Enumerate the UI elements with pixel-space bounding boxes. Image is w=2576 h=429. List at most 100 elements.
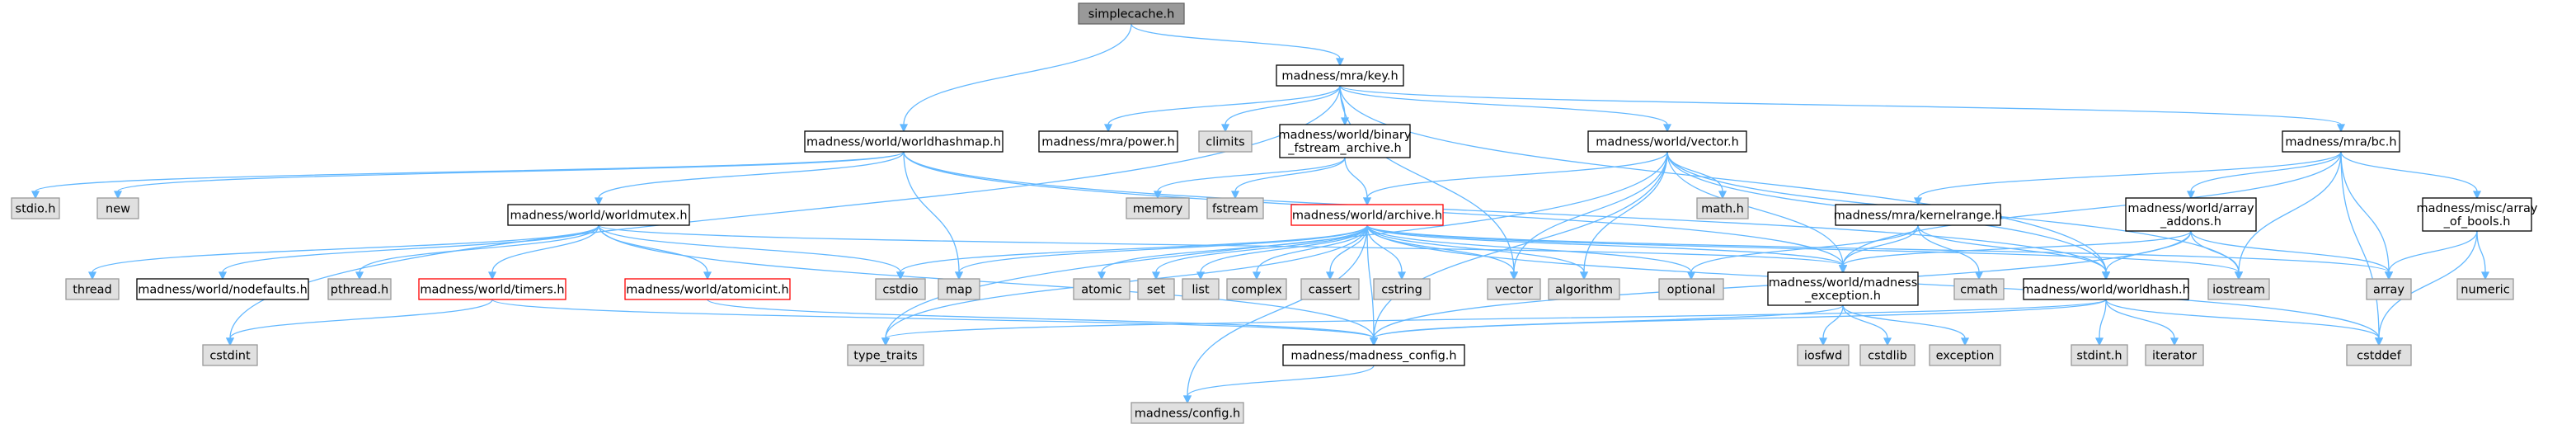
edge-worldhash-to-madconfig — [1369, 299, 2107, 346]
edge-archive-to-set — [1151, 224, 1368, 280]
node-label: iterator — [2152, 350, 2197, 363]
node-label: madness/world/binary — [1279, 129, 1412, 142]
node-nodefaults[interactable]: madness/world/nodefaults.h — [136, 278, 309, 300]
node-box — [327, 278, 392, 300]
edge-bc-to-arrayofbools — [2340, 151, 2482, 200]
edge-madconfig-to-config — [1182, 365, 1375, 404]
node-box — [2346, 344, 2412, 366]
node-vectorh[interactable]: madness/world/vector.h — [1587, 130, 1747, 153]
node-label: thread — [73, 284, 112, 297]
node-box — [1953, 278, 2005, 300]
edge-worldmutex-to-timers — [487, 224, 599, 280]
node-label: exception — [1936, 350, 1995, 363]
node-label: _addons.h — [2160, 215, 2221, 229]
node-timers[interactable]: madness/world/timers.h — [418, 278, 566, 300]
node-label: madness/world/worldhash.h — [2022, 284, 2190, 297]
node-label: madness/world/array — [2127, 202, 2254, 215]
node-numeric: numeric — [2456, 278, 2514, 300]
node-pthreadh: pthread.h — [327, 278, 392, 300]
node-label: _of_bools.h — [2443, 215, 2511, 229]
node-label: madness/mra/bc.h — [2285, 136, 2396, 149]
node-box — [1182, 278, 1220, 300]
node-label: iostream — [2212, 284, 2265, 297]
node-archive[interactable]: madness/world/archive.h — [1290, 204, 1444, 226]
node-optional: optional — [1658, 278, 1724, 300]
node-label: cstdio — [882, 284, 918, 297]
edge-archive-to-atomic — [1097, 224, 1368, 280]
node-worldhash[interactable]: madness/world/worldhash.h — [2022, 278, 2190, 300]
node-label: madness/mra/key.h — [1281, 70, 1398, 83]
node-cmath: cmath — [1953, 278, 2005, 300]
node-kernelrange[interactable]: madness/mra/kernelrange.h — [1834, 204, 2003, 226]
node-vector: vector — [1487, 278, 1541, 300]
node-complex: complex — [1226, 278, 1287, 300]
node-cstddef: cstddef — [2346, 344, 2412, 366]
edge-worldmutex-to-pthreadh — [355, 224, 599, 280]
edge-arrayofbools-to-numeric — [2476, 230, 2490, 280]
node-box — [1038, 130, 1178, 153]
edge-archive-to-complex — [1252, 224, 1368, 280]
node-label: madness/world/timers.h — [420, 284, 564, 297]
edge-bc-to-kernelrange — [1913, 151, 2342, 206]
node-box — [1290, 204, 1444, 226]
node-box — [1282, 344, 1465, 366]
edge-worldhashmap-to-stdioh — [31, 151, 905, 200]
node-box — [847, 344, 924, 366]
node-simplecache[interactable]: simplecache.h — [1078, 2, 1185, 25]
node-label: atomic — [1081, 284, 1122, 297]
node-box — [1835, 204, 2001, 226]
edge-worldmutex-to-madexc — [598, 224, 1848, 274]
edge-archive-to-algorithm — [1366, 224, 1589, 280]
node-label: type_traits — [853, 350, 917, 363]
edge-vectorh-to-typetraits — [881, 151, 1668, 346]
node-label: numeric — [2461, 284, 2509, 297]
edge-key-to-power — [1103, 85, 1341, 133]
edge-worldhash-to-typetraits — [881, 299, 2107, 346]
edge-worldmutex-to-thread — [87, 224, 599, 280]
node-arrayofbools[interactable]: madness/misc/array_of_bools.h — [2417, 197, 2538, 232]
node-label: iosfwd — [1804, 350, 1842, 363]
node-madconfig[interactable]: madness/madness_config.h — [1282, 344, 1465, 366]
node-bc[interactable]: madness/mra/bc.h — [2282, 130, 2400, 153]
node-box — [65, 278, 120, 300]
edge-worldmutex-to-cstdio — [598, 224, 905, 280]
edge-key-to-climits — [1220, 85, 1341, 133]
node-box — [1206, 197, 1264, 219]
node-binfstream[interactable]: madness/world/binary_fstream_archive.h — [1279, 124, 1412, 158]
node-label: cstddef — [2357, 350, 2402, 363]
node-label: madness/world/madness — [1769, 276, 1918, 290]
edge-worldhashmap-to-new — [113, 151, 905, 200]
node-set: set — [1137, 278, 1175, 300]
node-arrayaddons[interactable]: madness/world/array_addons.h — [2125, 197, 2257, 232]
node-cstring: cstring — [1373, 278, 1431, 300]
node-worldmutex[interactable]: madness/world/worldmutex.h — [507, 204, 690, 226]
edge-archive-to-cstring — [1366, 224, 1407, 280]
node-box — [804, 130, 1004, 153]
node-worldhashmap[interactable]: madness/world/worldhashmap.h — [804, 130, 1004, 153]
node-exception: exception — [1929, 344, 2001, 366]
node-box — [1859, 344, 1916, 366]
node-iosfwd: iosfwd — [1797, 344, 1850, 366]
node-key[interactable]: madness/mra/key.h — [1276, 64, 1404, 87]
node-label: set — [1147, 284, 1165, 297]
node-thread: thread — [65, 278, 120, 300]
node-cstdlib: cstdlib — [1859, 344, 1916, 366]
edge-binfstream-to-fstream — [1230, 157, 1346, 200]
edge-simplecache-to-key — [1131, 23, 1345, 67]
node-label: vector — [1495, 284, 1533, 297]
node-box — [875, 278, 926, 300]
edge-timers-to-madconfig — [491, 299, 1379, 346]
node-label: fstream — [1212, 203, 1258, 216]
node-typetraits: type_traits — [847, 344, 924, 366]
node-box — [1767, 271, 1919, 306]
node-power[interactable]: madness/mra/power.h — [1038, 130, 1178, 153]
node-stdinth: stdint.h — [2071, 344, 2128, 366]
node-madexc[interactable]: madness/world/madness_exception.h — [1767, 271, 1919, 306]
node-box — [1078, 2, 1185, 25]
edge-archive-to-optional — [1366, 224, 1696, 280]
node-label: madness/world/atomicint.h — [626, 284, 788, 297]
node-stdioh: stdio.h — [11, 197, 60, 219]
node-box — [2125, 197, 2257, 232]
node-atomicint[interactable]: madness/world/atomicint.h — [624, 278, 791, 300]
edge-archive-to-map — [954, 224, 1368, 280]
